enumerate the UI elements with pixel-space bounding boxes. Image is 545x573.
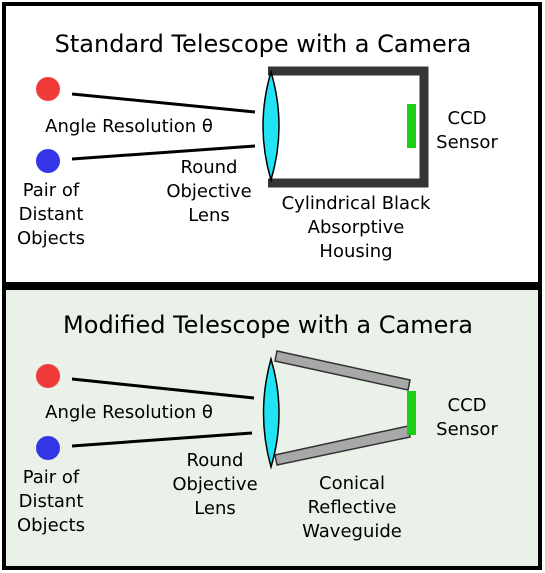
panel-modified-title: Modified Telescope with a Camera <box>63 311 473 339</box>
ray-lower <box>71 144 256 161</box>
lens-label: Round Objective Lens <box>172 450 257 519</box>
objects-label-line: Pair of <box>23 180 80 201</box>
lens-label: Round Objective Lens <box>166 157 251 226</box>
ray-upper <box>71 377 255 400</box>
blue-object <box>36 149 60 173</box>
objects-label-line: Pair of <box>23 467 80 488</box>
blue-object <box>36 436 60 460</box>
sensor-label-line: Sensor <box>436 419 498 440</box>
panel-standard-title: Standard Telescope with a Camera <box>55 30 472 58</box>
lens-label-line: Lens <box>194 498 236 519</box>
panel-standard: Standard Telescope with a Camera Angle R… <box>2 2 542 286</box>
sensor-label: CCD Sensor <box>436 395 498 440</box>
sensor-label-line: CCD <box>448 108 487 129</box>
housing-label: Cylindrical Black Absorptive Housing <box>282 193 431 262</box>
angle-resolution-label: Angle Resolution θ <box>45 402 213 423</box>
angle-resolution-label: Angle Resolution θ <box>45 116 213 137</box>
sensor-label-line: CCD <box>448 395 487 416</box>
red-object <box>36 77 60 101</box>
housing-label-line: Absorptive <box>308 217 405 238</box>
ray-lower <box>71 431 253 448</box>
sensor-label: CCD Sensor <box>436 108 498 153</box>
objective-lens <box>262 356 280 470</box>
waveguide-label-line: Reflective <box>308 497 397 518</box>
ray-upper <box>71 92 256 114</box>
ccd-sensor <box>407 391 416 435</box>
objects-label: Pair of Distant Objects <box>17 180 85 249</box>
lens-label-line: Lens <box>188 205 230 226</box>
housing-label-line: Housing <box>319 241 392 262</box>
objective-lens <box>262 69 280 183</box>
objects-label-line: Distant <box>19 491 84 512</box>
sensor-label-line: Sensor <box>436 132 498 153</box>
waveguide-label-line: Conical <box>319 473 385 494</box>
lens-label-line: Round <box>187 450 244 471</box>
ccd-sensor <box>407 104 416 148</box>
waveguide-label: Conical Reflective Waveguide <box>302 473 402 542</box>
waveguide-label-line: Waveguide <box>302 521 402 542</box>
objects-label-line: Objects <box>17 228 85 249</box>
waveguide-upper-wall <box>274 350 411 391</box>
lens-label-line: Round <box>181 157 238 178</box>
objects-label-line: Distant <box>19 204 84 225</box>
lens-label-line: Objective <box>172 474 257 495</box>
objects-label-line: Objects <box>17 515 85 536</box>
lens-label-line: Objective <box>166 181 251 202</box>
housing-label-line: Cylindrical Black <box>282 193 431 214</box>
objects-label: Pair of Distant Objects <box>17 467 85 536</box>
cylindrical-housing <box>268 66 429 188</box>
panel-modified: Modified Telescope with a Camera Angle R… <box>2 286 542 570</box>
red-object <box>36 364 60 388</box>
